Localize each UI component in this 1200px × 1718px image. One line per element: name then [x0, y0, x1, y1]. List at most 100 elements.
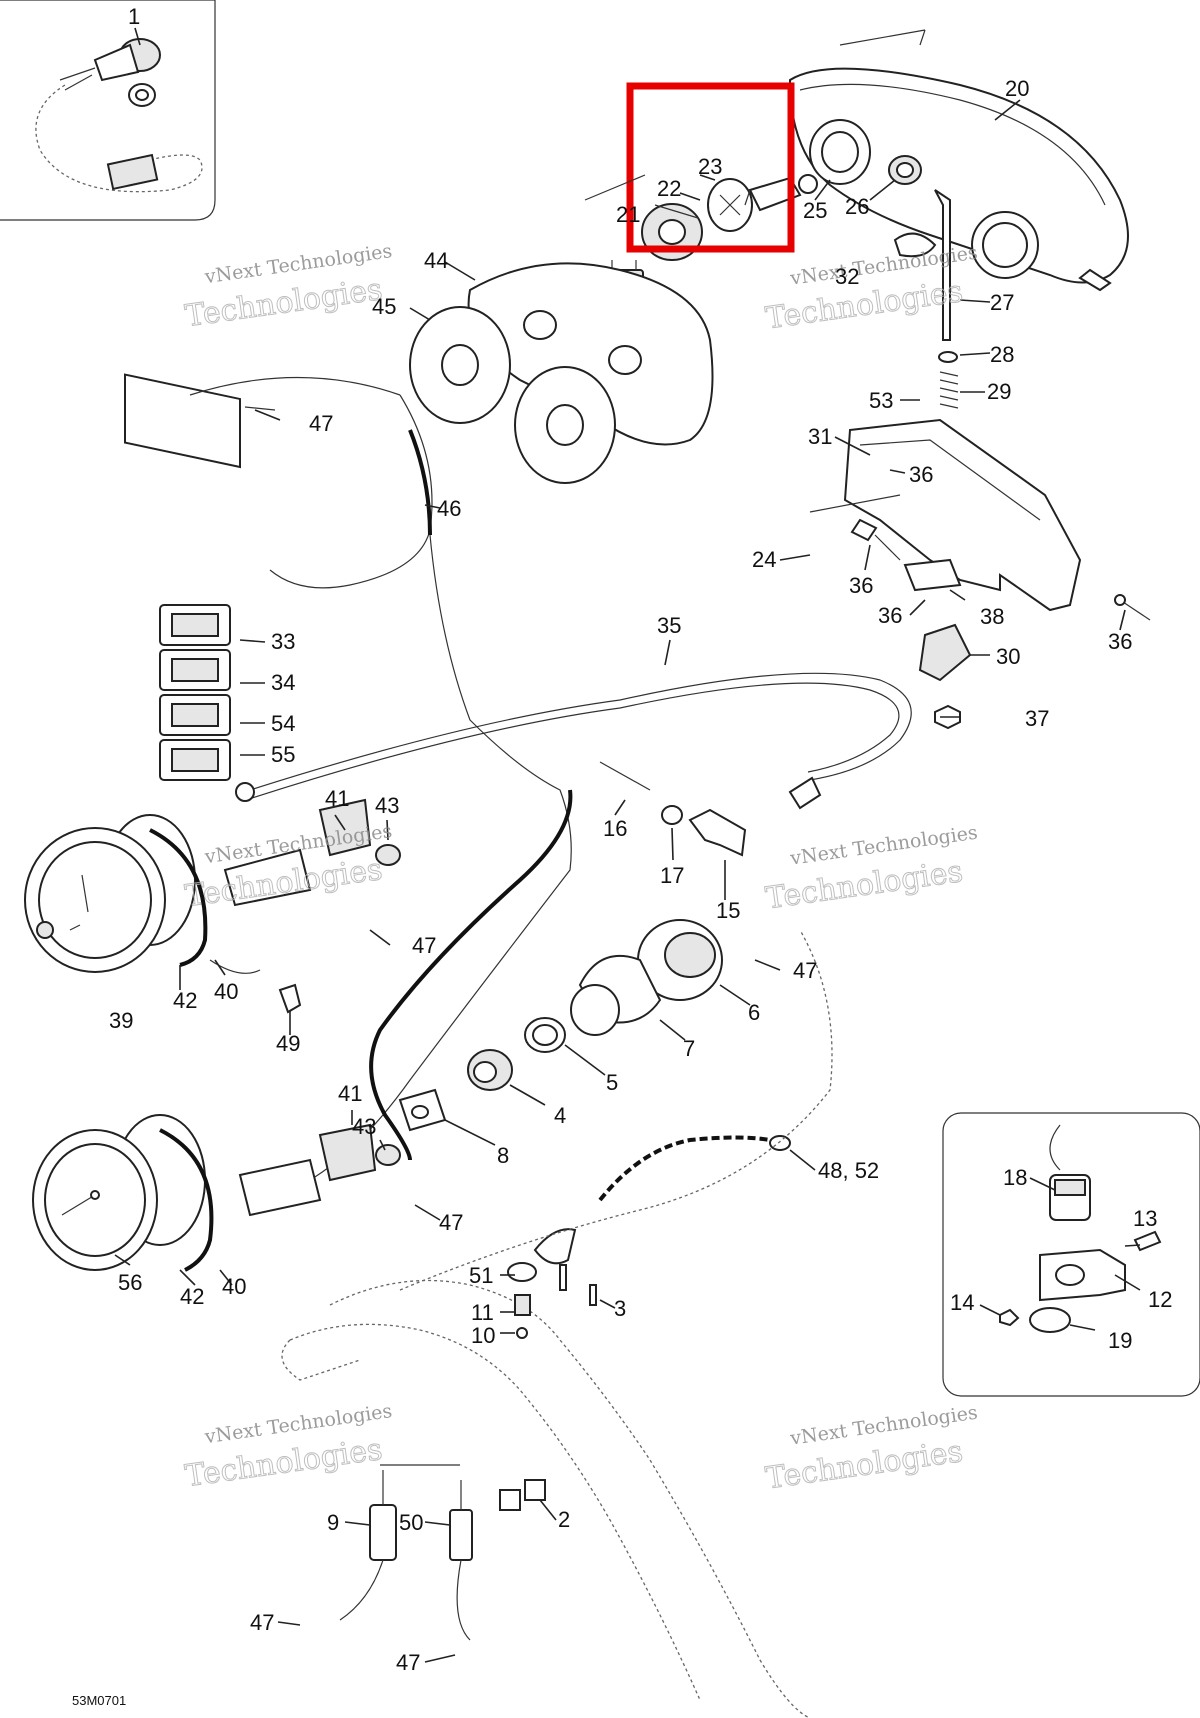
callout-label: 43 [352, 1114, 376, 1139]
washer-part [938, 351, 958, 363]
callout-label: 36 [1108, 629, 1132, 654]
callout-label: 33 [271, 629, 295, 654]
ignition-switch-part [570, 919, 723, 1036]
callout-label: 26 [845, 194, 869, 219]
gauge-face-plate-part [467, 262, 714, 446]
callout-label: 28 [990, 342, 1014, 367]
callout-label: 13 [1133, 1206, 1157, 1231]
callout-label: 37 [1025, 706, 1049, 731]
retaining-ring-part [707, 178, 753, 232]
callout-label: 22 [657, 176, 681, 201]
callout-label: 24 [752, 547, 776, 572]
callout-label: 44 [424, 248, 448, 273]
key-housing-part [467, 1049, 513, 1091]
callout-label: 3 [614, 1296, 626, 1321]
speedometer-cable-part [235, 672, 912, 810]
safety-lanyard-part [533, 1135, 791, 1265]
lock-nut-part [524, 1017, 566, 1053]
callout-label: 47 [396, 1650, 420, 1675]
callout-label: 18 [1003, 1165, 1027, 1190]
callout-label: 51 [469, 1263, 493, 1288]
callout-label: 17 [660, 863, 684, 888]
callout-label: 56 [118, 1270, 142, 1295]
callout-label: 7 [683, 1036, 695, 1061]
key-part [398, 1088, 447, 1132]
mount-bracket-lower-part [238, 1123, 401, 1217]
callout-label: 23 [698, 154, 722, 179]
callout-label: 34 [271, 670, 295, 695]
callout-label: 47 [439, 1210, 463, 1235]
callout-label: 15 [716, 898, 740, 923]
callout-label: 16 [603, 816, 627, 841]
callout-label: 32 [835, 264, 859, 289]
callout-label: 31 [808, 424, 832, 449]
callout-label: 46 [437, 496, 461, 521]
harness-connector-part [124, 373, 276, 469]
callout-label: 36 [878, 603, 902, 628]
ignition-key-part [35, 38, 203, 193]
callout-label: 35 [657, 613, 681, 638]
callout-label: 43 [375, 793, 399, 818]
screw-part [850, 518, 901, 561]
callout-label: 29 [987, 379, 1011, 404]
wiring-harness-part [189, 376, 573, 1181]
callout-label: 47 [793, 958, 817, 983]
callout-label: 48, 52 [818, 1158, 879, 1183]
callout-label: 14 [950, 1290, 974, 1315]
callout-label: 47 [250, 1610, 274, 1635]
gauge-lens-part [409, 306, 616, 484]
callout-label: 30 [996, 644, 1020, 669]
sensor-inset-frame [942, 1112, 1200, 1397]
callout-label: 27 [990, 290, 1014, 315]
sensor-inset-parts [999, 1124, 1162, 1333]
mount-bracket-upper-part [223, 798, 401, 907]
grommet-part [888, 155, 922, 185]
key-inset-frame [0, 0, 216, 221]
clip-part [893, 232, 937, 258]
callout-label: 2 [558, 1507, 570, 1532]
callout-label: 40 [222, 1274, 246, 1299]
callout-label: 25 [803, 198, 827, 223]
fitting-part [599, 761, 747, 857]
lower-gauge-part [32, 1114, 214, 1272]
adjuster-knob-part [918, 623, 972, 682]
callout-label: 55 [271, 742, 295, 767]
callout-label: 5 [606, 1070, 618, 1095]
handlebar-switch-parts [339, 1262, 597, 1641]
callout-label: 41 [338, 1081, 362, 1106]
shim-part [903, 558, 962, 592]
callout-label: 47 [309, 411, 333, 436]
callout-label: 47 [412, 933, 436, 958]
callout-label: 42 [180, 1284, 204, 1309]
upper-gauge-part [24, 814, 208, 973]
callout-label: 38 [980, 604, 1004, 629]
callout-label: 49 [276, 1031, 300, 1056]
bulb-part [209, 959, 302, 1014]
callout-label: 4 [554, 1103, 566, 1128]
highlight-box [626, 82, 795, 253]
callout-label: 21 [616, 202, 640, 227]
figure-code: 53M0701 [72, 1693, 126, 1708]
callout-label: 54 [271, 711, 295, 736]
callout-label: 11 [471, 1300, 494, 1325]
callout-label: 8 [497, 1143, 509, 1168]
callout-labels: 1 20 23 22 21 25 26 32 44 45 27 28 47 53… [109, 4, 1172, 1675]
bracket-part [809, 418, 1082, 612]
switch-rockers-part [159, 604, 231, 781]
callout-label: 50 [399, 1510, 423, 1535]
callout-label: 10 [471, 1323, 495, 1348]
callout-label: 12 [1148, 1287, 1172, 1312]
callout-label: 39 [109, 1008, 133, 1033]
callout-label: 36 [849, 573, 873, 598]
callout-label: 20 [1005, 76, 1029, 101]
spring-part [939, 371, 959, 409]
callout-label: 6 [748, 1000, 760, 1025]
callout-label: 1 [128, 4, 140, 29]
callout-label: 53 [869, 388, 893, 413]
callout-label: 41 [325, 786, 349, 811]
handlebar-outline [281, 929, 833, 1718]
headlight-housing-part [788, 29, 1129, 292]
bolt-part [1114, 594, 1151, 621]
